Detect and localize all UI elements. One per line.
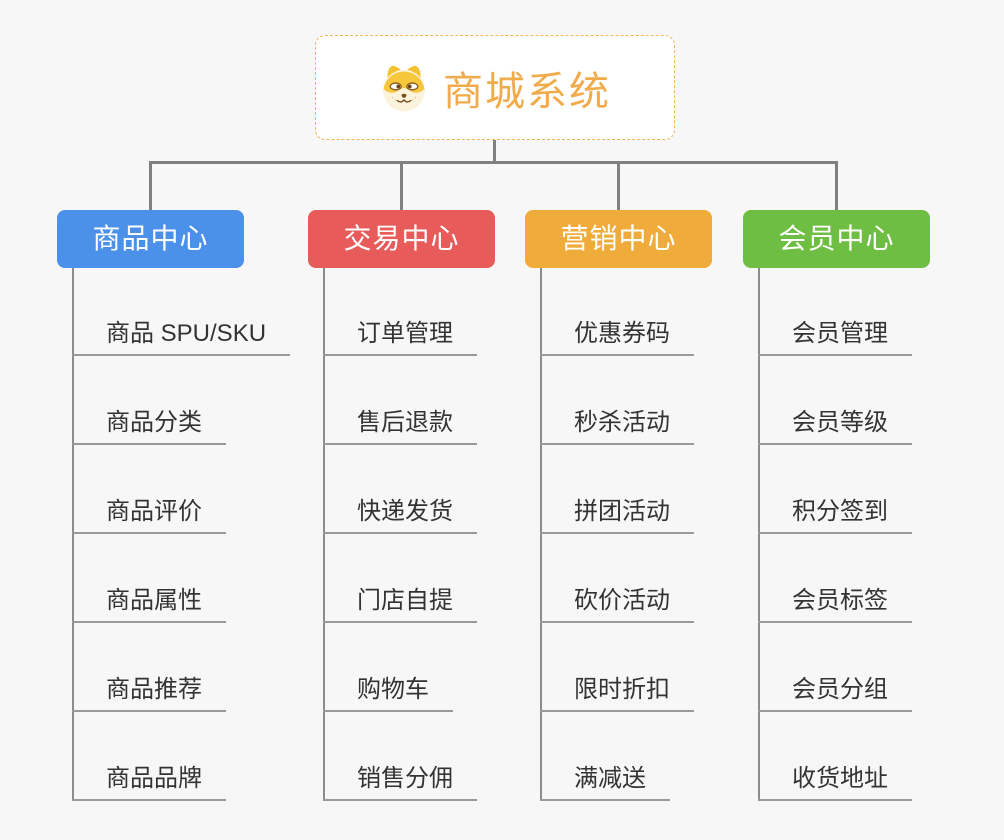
- child-item[interactable]: 优惠券码: [540, 319, 694, 356]
- connector-drop: [149, 161, 152, 210]
- child-item[interactable]: 收货地址: [758, 764, 912, 801]
- child-item[interactable]: 会员标签: [758, 586, 912, 623]
- child-item[interactable]: 商品品牌: [72, 764, 226, 801]
- child-item[interactable]: 商品评价: [72, 497, 226, 534]
- branch-children-marketing-center: 优惠券码 秒杀活动 拼团活动 砍价活动 限时折扣 满减送: [540, 268, 694, 801]
- connector-horizontal: [149, 161, 838, 164]
- child-item[interactable]: 门店自提: [323, 586, 477, 623]
- root-node[interactable]: 商城系统: [315, 35, 675, 140]
- branch-trunk-line: [72, 268, 74, 800]
- connector-drop: [400, 161, 403, 210]
- branch-trunk-line: [323, 268, 325, 800]
- child-item[interactable]: 商品分类: [72, 408, 226, 445]
- child-item[interactable]: 购物车: [323, 675, 453, 712]
- child-item[interactable]: 会员管理: [758, 319, 912, 356]
- branch-children-trade-center: 订单管理 售后退款 快递发货 门店自提 购物车 销售分佣: [323, 268, 477, 801]
- child-item[interactable]: 积分签到: [758, 497, 912, 534]
- child-item[interactable]: 销售分佣: [323, 764, 477, 801]
- branch-children-member-center: 会员管理 会员等级 积分签到 会员标签 会员分组 收货地址: [758, 268, 912, 801]
- branch-trunk-line: [758, 268, 760, 800]
- child-item[interactable]: 订单管理: [323, 319, 477, 356]
- child-item[interactable]: 秒杀活动: [540, 408, 694, 445]
- child-item[interactable]: 售后退款: [323, 408, 477, 445]
- child-item[interactable]: 会员等级: [758, 408, 912, 445]
- branch-trunk-line: [540, 268, 542, 800]
- child-item[interactable]: 商品 SPU/SKU: [72, 319, 291, 356]
- branch-node-marketing-center[interactable]: 营销中心: [525, 210, 712, 268]
- child-item[interactable]: 商品推荐: [72, 675, 226, 712]
- child-item[interactable]: 拼团活动: [540, 497, 694, 534]
- branch-node-member-center[interactable]: 会员中心: [743, 210, 930, 268]
- child-item[interactable]: 满减送: [540, 764, 670, 801]
- branch-node-trade-center[interactable]: 交易中心: [308, 210, 495, 268]
- dog-face-icon: [379, 63, 429, 113]
- branch-children-product-center: 商品 SPU/SKU 商品分类 商品评价 商品属性 商品推荐 商品品牌: [72, 268, 291, 801]
- child-item[interactable]: 砍价活动: [540, 586, 694, 623]
- root-title: 商城系统: [443, 69, 611, 114]
- child-item[interactable]: 限时折扣: [540, 675, 694, 712]
- connector-drop: [617, 161, 620, 210]
- connector-root-stem: [493, 140, 496, 164]
- child-item[interactable]: 商品属性: [72, 586, 226, 623]
- branch-node-product-center[interactable]: 商品中心: [57, 210, 244, 268]
- connector-drop: [835, 161, 838, 210]
- child-item[interactable]: 会员分组: [758, 675, 912, 712]
- child-item[interactable]: 快递发货: [323, 497, 477, 534]
